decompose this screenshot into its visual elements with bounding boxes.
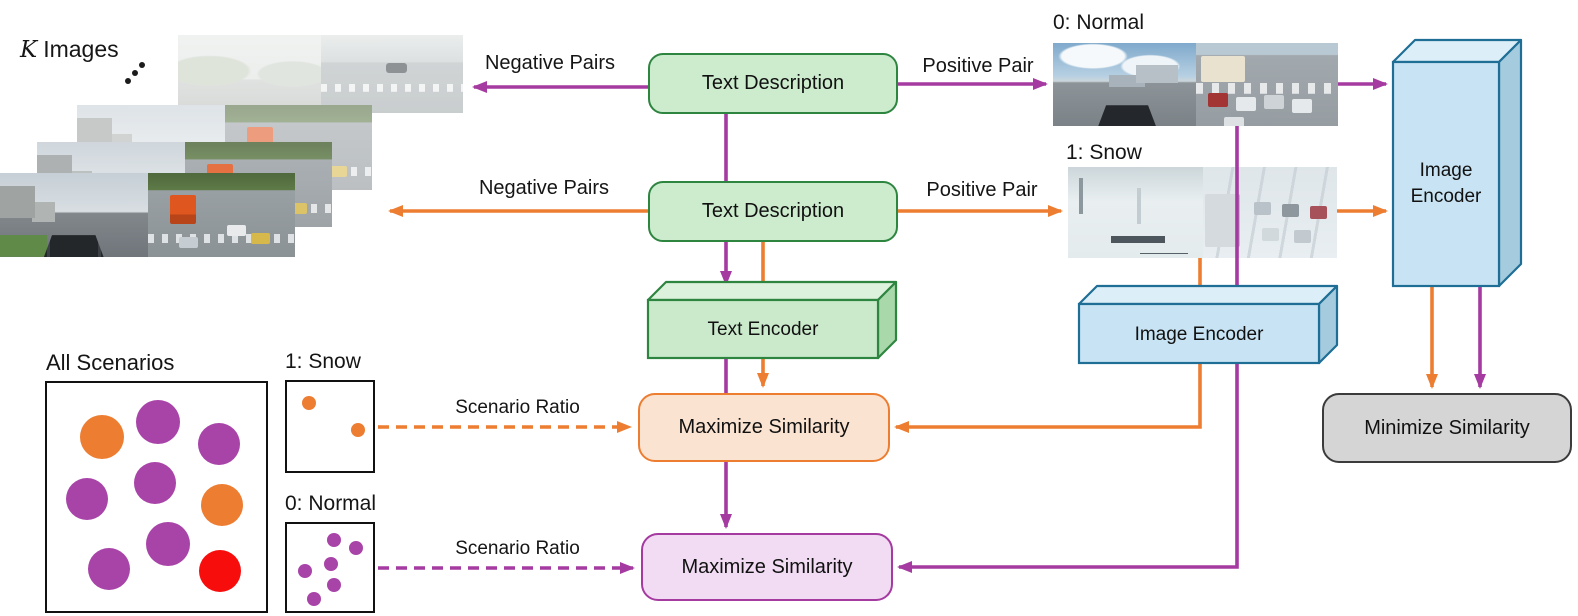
image-encoder-mid-label: Image Encoder (1135, 324, 1265, 345)
all-scenarios-title: All Scenarios (46, 350, 175, 375)
ellipsis-dot (132, 70, 138, 76)
scenario-dot (307, 592, 321, 606)
image-pair-snow (1068, 167, 1337, 258)
normal-scenario-panel (285, 522, 375, 613)
minimize-similarity-label: Minimize Similarity (1364, 416, 1530, 439)
minimize-similarity-node: Minimize Similarity (1322, 393, 1572, 463)
scenario-dot (146, 522, 190, 566)
text-description-top-label: Text Description (701, 72, 845, 94)
scenario-dot (298, 564, 312, 578)
normal-intersection-image (1195, 43, 1338, 126)
scenario-ratio-snow-label: Scenario Ratio (455, 397, 580, 418)
foggy-dashcam-image (178, 35, 321, 113)
image-encoder-to-maximize-purple (897, 364, 1239, 573)
scenario-dot (201, 484, 243, 526)
text-encoder-label: Text Encoder (708, 319, 820, 340)
text-description-top-node: Text Description (648, 53, 898, 114)
scenario-dot (88, 548, 130, 590)
positive-pair-top-label: Positive Pair (922, 55, 1034, 77)
snow-dashcam-image (1068, 167, 1203, 258)
snow-pair-label: 1: Snow (1066, 141, 1142, 164)
text-description-bottom-label: Text Description (701, 200, 845, 222)
normal-pair-label: 0: Normal (1053, 11, 1145, 34)
negative-pairs-bottom-label: Negative Pairs (478, 177, 610, 199)
scenario-dot (327, 578, 341, 592)
text-encoder-box: Text Encoder (646, 280, 898, 360)
scenario-dot (199, 550, 241, 592)
k-images-text: Images (43, 36, 119, 62)
maximize-similarity-image-node: Maximize Similarity (641, 533, 893, 601)
snow-scenario-panel (285, 380, 375, 473)
snow-intersection-image (1202, 167, 1337, 258)
maximize-similarity-image-label: Maximize Similarity (681, 555, 853, 578)
image-encoder-to-maximize-orange (894, 364, 1202, 433)
maximize-similarity-text-node: Maximize Similarity (638, 393, 890, 462)
image-encoder-mid-box: Image Encoder (1077, 284, 1339, 365)
scenario-dot (349, 541, 363, 555)
truck-intersection-image (147, 173, 295, 257)
scenario-dot (324, 557, 338, 571)
ellipsis-dot (125, 78, 131, 84)
image-pair-front (0, 173, 295, 257)
scenario-ratio-normal-label: Scenario Ratio (455, 538, 580, 559)
scenario-dot (134, 462, 176, 504)
image-encoder-right-label-line1: Image (1420, 160, 1473, 181)
all-scenarios-panel (45, 381, 268, 613)
scenario-dot (80, 415, 124, 459)
ellipsis-dot (139, 62, 145, 68)
scenario-dot (66, 478, 108, 520)
image-encoder-right-box: Image Encoder (1391, 38, 1523, 288)
positive-pair-bottom-label: Positive Pair (926, 179, 1038, 201)
scenario-dot (302, 396, 316, 410)
image-encoder-right-label-line2: Encoder (1411, 186, 1482, 207)
negative-pairs-top-label: Negative Pairs (484, 52, 616, 74)
text-description-bottom-node: Text Description (648, 181, 898, 242)
scenario-dot (327, 533, 341, 547)
rainy-intersection-image (320, 35, 463, 113)
maximize-similarity-text-label: Maximize Similarity (678, 416, 850, 438)
k-symbol: K (20, 37, 38, 63)
scenario-dot (136, 400, 180, 444)
snow-panel-title: 1: Snow (285, 350, 361, 373)
normal-panel-title: 0: Normal (285, 492, 377, 515)
scenario-dot (198, 423, 240, 465)
overcast-dashcam-image (0, 173, 148, 257)
image-pair-normal (1053, 43, 1338, 126)
scenario-dot (351, 423, 365, 437)
normal-dashcam-image (1053, 43, 1196, 126)
